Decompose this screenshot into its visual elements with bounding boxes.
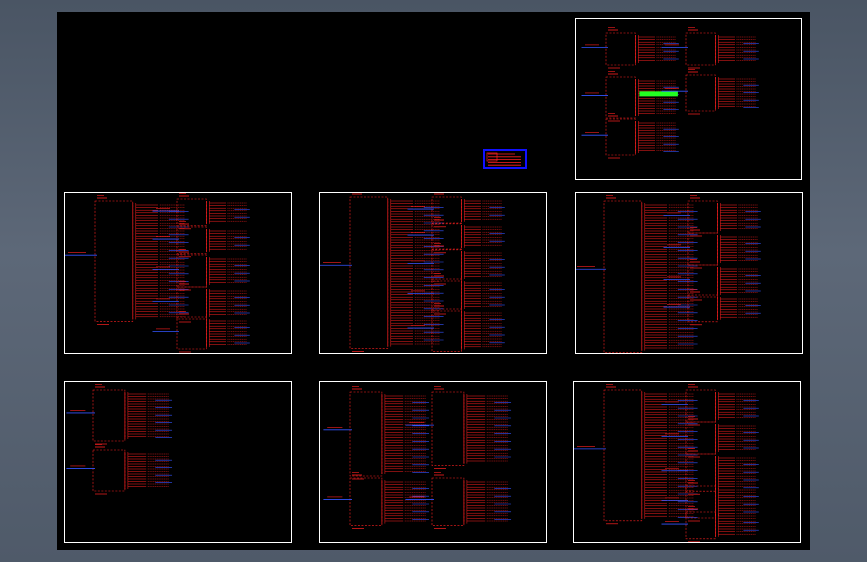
block-enclosure [92, 449, 126, 492]
highlight-bar [639, 91, 678, 97]
sheet-7[interactable] [573, 381, 801, 543]
block-enclosure [687, 264, 718, 298]
block-enclosure [605, 76, 636, 119]
block-enclosure [176, 254, 207, 288]
sheet-1-schematic [581, 27, 759, 159]
block-enclosure [687, 294, 718, 323]
drawing-viewport[interactable] [57, 12, 810, 550]
block-enclosure [685, 421, 716, 455]
block-enclosure [431, 391, 465, 466]
title-block-logo-box [486, 152, 498, 162]
sheet-3[interactable] [319, 192, 547, 354]
sheet-5[interactable] [64, 381, 292, 543]
block-enclosure [603, 200, 643, 353]
block-enclosure [349, 391, 383, 477]
block-enclosure [176, 316, 207, 350]
block-enclosure [94, 200, 134, 322]
block-enclosure [605, 32, 636, 66]
sheet-2-schematic [65, 193, 250, 353]
block-enclosure [431, 248, 462, 282]
block-enclosure [685, 389, 716, 423]
sheet-2[interactable] [64, 192, 292, 354]
sheet-3-schematic [320, 193, 505, 352]
block-enclosure [687, 200, 718, 234]
sheet-5-schematic [66, 384, 173, 495]
block-enclosure [685, 32, 716, 66]
block-enclosure [687, 232, 718, 266]
block-enclosure [605, 118, 636, 156]
sheet-1[interactable] [575, 18, 802, 180]
block-enclosure [431, 278, 462, 312]
block-enclosure [92, 389, 126, 442]
block-enclosure [603, 389, 643, 522]
block-enclosure [685, 74, 716, 112]
title-block-graphic [486, 152, 521, 166]
block-enclosure [685, 485, 716, 519]
title-block[interactable] [483, 149, 527, 169]
sheet-6-schematic [323, 386, 512, 529]
sheet-7-schematic [574, 384, 759, 542]
block-enclosure [685, 453, 716, 492]
sheet-4-schematic [576, 195, 761, 353]
block-enclosure [349, 477, 383, 526]
sheet-6[interactable] [319, 381, 547, 543]
block-enclosure [176, 286, 207, 320]
sheet-4[interactable] [575, 192, 803, 354]
block-enclosure [349, 196, 389, 349]
block-enclosure [431, 477, 465, 526]
